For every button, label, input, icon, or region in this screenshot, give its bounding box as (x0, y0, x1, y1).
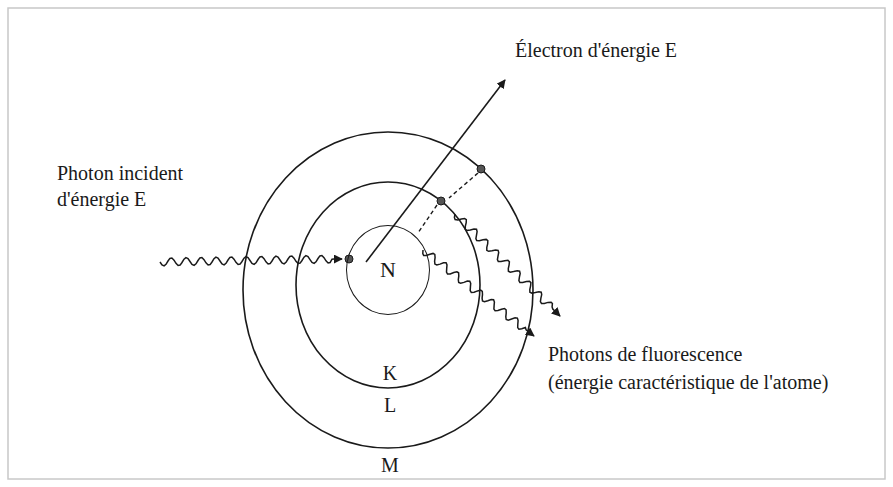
ejected-electron-track (366, 80, 505, 262)
electron-label: Électron d'énergie E (515, 37, 677, 63)
incident-photon-label: Photon incident d'énergie E (57, 160, 207, 212)
frame (8, 8, 885, 479)
fluorescence-photon (454, 214, 560, 316)
l-to-k-transition (418, 205, 437, 233)
fluorescence-note: (énergie caractéristique de l'atome) (548, 369, 828, 395)
k-shell-nucleus: N (346, 225, 430, 315)
fluorescence-label: Photons de fluorescence (548, 341, 742, 367)
m-shell (243, 132, 533, 448)
shell-label: L (384, 392, 396, 418)
m-electron (477, 165, 485, 173)
fluorescence-photon (423, 250, 534, 336)
m-to-l-transition (449, 173, 478, 198)
shell-label: K (383, 360, 397, 386)
l-electron (437, 197, 445, 205)
nucleus-symbol: N (380, 258, 396, 282)
l-shell (296, 182, 480, 388)
incident-photon (160, 256, 342, 266)
shell-label: M (381, 452, 399, 478)
